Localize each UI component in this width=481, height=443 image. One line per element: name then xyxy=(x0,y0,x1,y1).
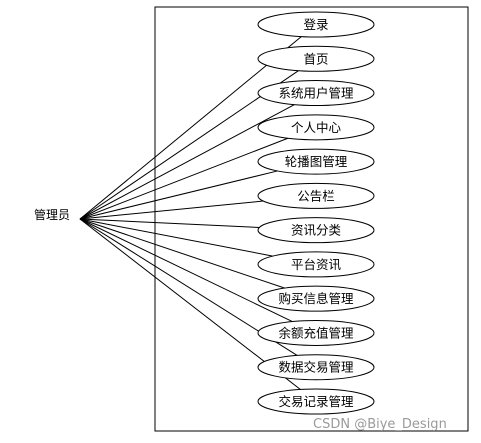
use-case-ellipse[interactable] xyxy=(257,354,375,381)
association-line xyxy=(79,137,289,220)
association-lines xyxy=(79,36,302,390)
use-case-ellipse[interactable] xyxy=(257,148,375,175)
use-case[interactable]: 交易记录管理 xyxy=(257,388,375,415)
use-case[interactable]: 资讯分类 xyxy=(257,217,375,244)
watermark-text: CSDN @Biye_Design xyxy=(313,417,447,432)
association-line xyxy=(79,36,302,220)
use-case[interactable]: 系统用户管理 xyxy=(257,80,375,107)
use-case-ellipse[interactable] xyxy=(257,11,375,38)
use-case-ellipse[interactable] xyxy=(257,388,375,415)
use-case[interactable]: 轮播图管理 xyxy=(257,148,375,175)
use-case[interactable]: 首页 xyxy=(257,45,375,72)
use-case-ellipse[interactable] xyxy=(257,45,375,72)
use-case[interactable]: 平台资讯 xyxy=(257,251,375,278)
use-case-ellipse[interactable] xyxy=(257,114,375,141)
use-case-ellipse[interactable] xyxy=(257,182,375,209)
use-case[interactable]: 公告栏 xyxy=(257,182,375,209)
use-case-ellipse[interactable] xyxy=(257,217,375,244)
association-line xyxy=(79,104,295,220)
use-case-label: 余额充值管理 xyxy=(278,325,354,340)
actor-label: 管理员 xyxy=(34,207,70,222)
use-case-label: 数据交易管理 xyxy=(278,360,354,375)
use-case-group: 登录首页系统用户管理个人中心轮播图管理公告栏资讯分类平台资讯购买信息管理余额充值… xyxy=(257,11,375,415)
association-line xyxy=(79,200,264,220)
use-case[interactable]: 购买信息管理 xyxy=(257,285,375,312)
association-line xyxy=(79,218,260,228)
association-line xyxy=(79,218,273,257)
system-boundary xyxy=(154,6,469,432)
use-case-label: 轮播图管理 xyxy=(285,154,348,169)
association-line xyxy=(79,218,293,322)
use-case[interactable]: 个人中心 xyxy=(257,114,375,141)
use-case-ellipse[interactable] xyxy=(257,251,375,278)
use-case-label: 交易记录管理 xyxy=(278,394,354,409)
use-case-label: 登录 xyxy=(303,17,328,32)
association-line xyxy=(79,170,278,220)
association-line xyxy=(79,218,301,390)
use-case-ellipse[interactable] xyxy=(257,319,375,346)
use-case-label: 购买信息管理 xyxy=(278,291,354,306)
use-case-label: 个人中心 xyxy=(291,120,342,135)
use-case[interactable]: 数据交易管理 xyxy=(257,354,375,381)
use-case[interactable]: 登录 xyxy=(257,11,375,38)
use-case-ellipse[interactable] xyxy=(257,80,375,107)
use-case[interactable]: 余额充值管理 xyxy=(257,319,375,346)
use-case-label: 公告栏 xyxy=(297,188,335,203)
use-case-ellipse[interactable] xyxy=(257,285,375,312)
use-case-label: 首页 xyxy=(303,51,328,66)
use-case-label: 资讯分类 xyxy=(291,223,342,238)
association-line xyxy=(79,218,285,289)
use-case-label: 系统用户管理 xyxy=(278,86,354,101)
use-case-label: 平台资讯 xyxy=(291,257,342,272)
